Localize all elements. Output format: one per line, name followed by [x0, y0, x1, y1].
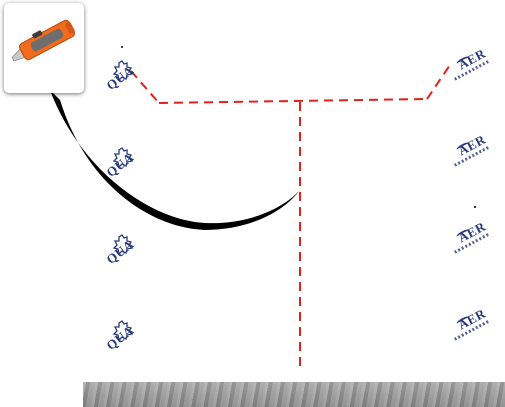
left-logo-3: QUA [103, 232, 144, 280]
left-logo-text: QUA [103, 322, 137, 354]
left-logo-text: QUA [103, 149, 137, 181]
left-logo-text: QUA [103, 62, 137, 94]
stray-mark [121, 46, 123, 48]
seal-logo [112, 320, 134, 342]
cut-path-right-diagonal [426, 61, 453, 100]
cut-path-left-diagonal [130, 70, 160, 104]
left-logo-4: QUA [103, 318, 144, 366]
seal-logo [112, 147, 134, 169]
right-logo-2: AER [452, 132, 494, 182]
utility-knife-icon [11, 19, 76, 62]
stray-mark [474, 206, 476, 208]
left-logo-text: QUA [103, 236, 137, 268]
left-logo-2: QUA [103, 145, 144, 193]
floor-strip [83, 382, 505, 407]
seal-logo [112, 60, 134, 82]
right-logo-1: AER [452, 46, 494, 96]
cut-motion-arc [50, 90, 300, 230]
right-logo-3: AER [452, 219, 494, 269]
left-logo-1: QUA [103, 58, 144, 106]
seal-logo [112, 234, 134, 256]
utility-knife-card [4, 3, 84, 93]
cut-path-top [158, 98, 428, 104]
right-logo-4: AER [452, 306, 494, 356]
